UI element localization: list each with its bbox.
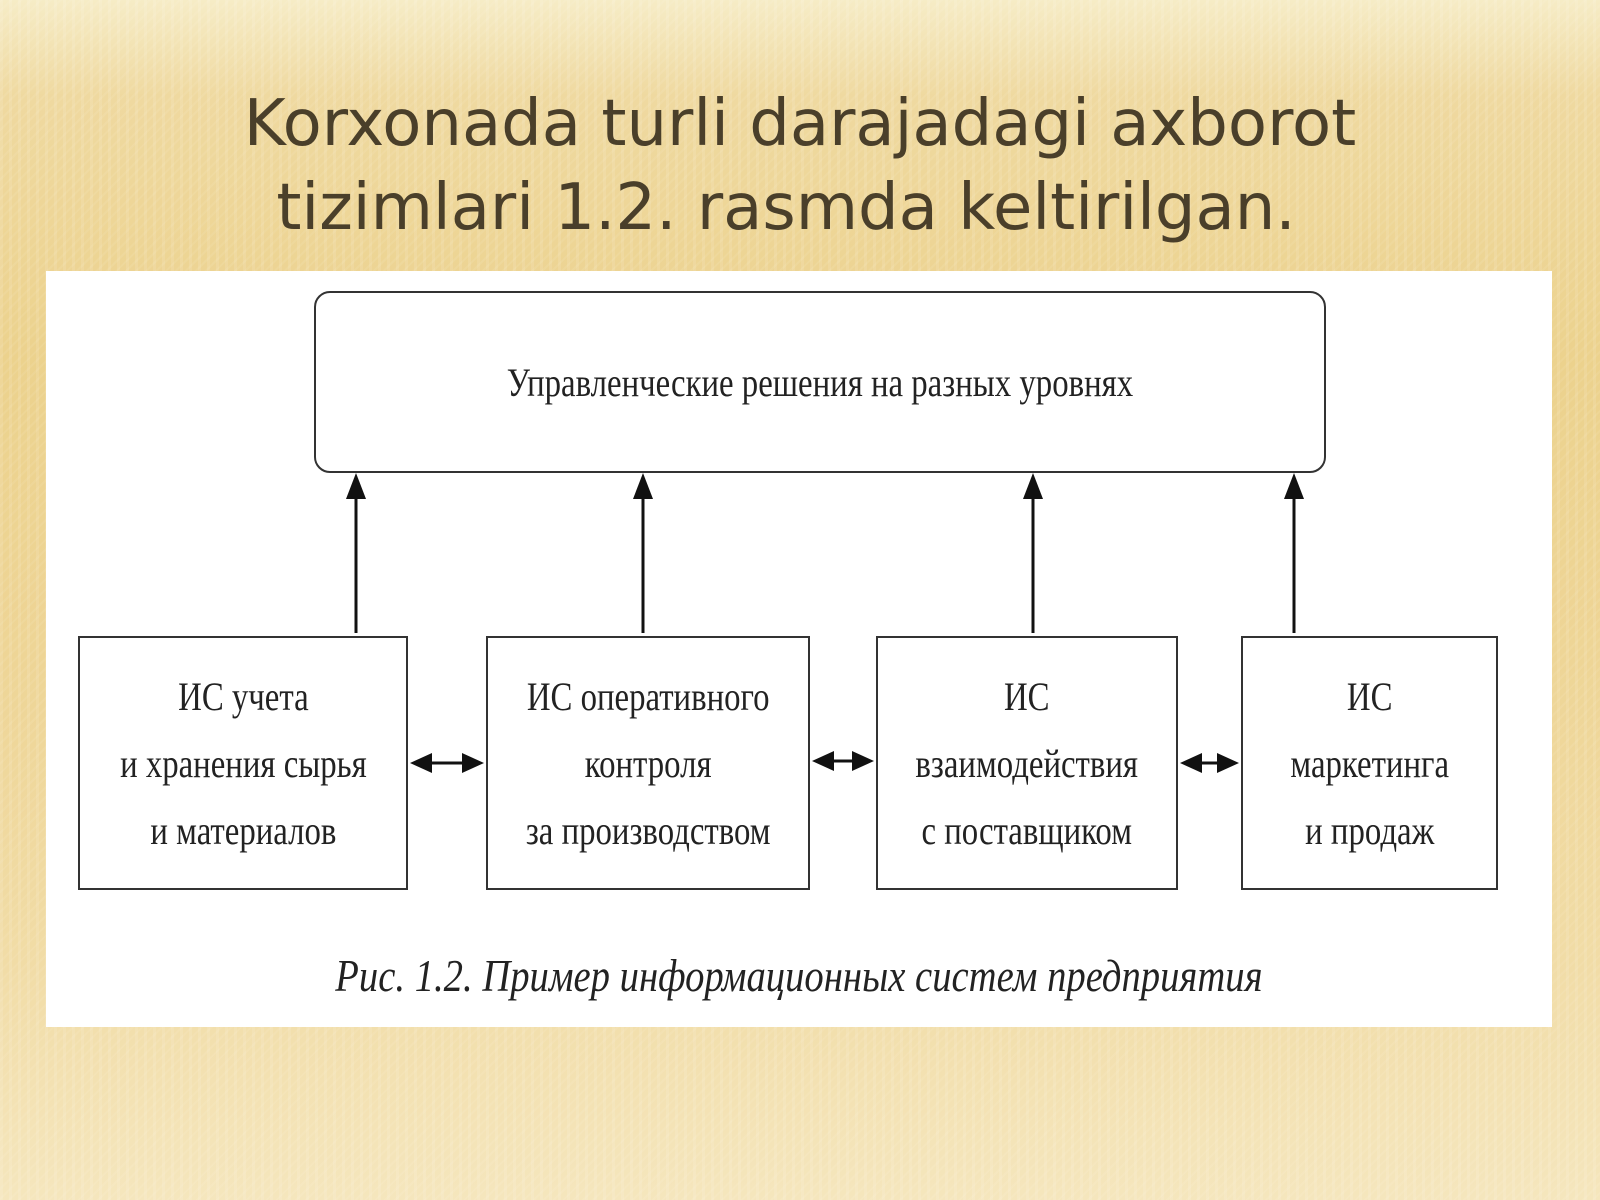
system-node-line: ИС оперативного: [526, 673, 770, 719]
system-node-line: взаимодействия: [915, 740, 1139, 786]
system-node-line: с поставщиком: [921, 807, 1133, 853]
management-decisions-label: Управленческие решения на разных уровнях: [506, 359, 1134, 405]
slide-title: Korxonada turli darajadagi axborot tizim…: [0, 82, 1600, 250]
system-node-line: ИС: [1004, 673, 1050, 719]
system-node-raw-materials: ИС учета и хранения сырья и материалов: [78, 636, 408, 890]
system-node-marketing-sales: ИС маркетинга и продаж: [1241, 636, 1498, 890]
arrow-system-3-system-4: [1180, 753, 1239, 773]
slide-title-line-2: tizimlari 1.2. rasmda keltirilgan.: [276, 171, 1296, 245]
system-node-supplier-interaction: ИС взаимодействия с поставщиком: [876, 636, 1178, 890]
system-node-line: ИС: [1346, 673, 1393, 719]
diagram-connectors: [346, 473, 1304, 773]
system-node-line: за производством: [525, 807, 771, 853]
slide-title-line-1: Korxonada turli darajadagi axborot: [243, 87, 1357, 161]
management-decisions-node: Управленческие решения на разных уровнях: [314, 291, 1326, 473]
system-node-line: и материалов: [150, 807, 336, 853]
arrow-system-3-to-top: [1023, 473, 1043, 633]
system-node-line: контроля: [584, 740, 712, 786]
system-node-line: и продаж: [1304, 807, 1435, 853]
system-node-production-control: ИС оперативного контроля за производство…: [486, 636, 810, 890]
diagram-figure: Управленческие решения на разных уровнях…: [46, 271, 1552, 1027]
arrow-system-1-to-top: [346, 473, 366, 633]
arrow-system-1-system-2: [410, 753, 484, 773]
arrow-system-2-to-top: [633, 473, 653, 633]
system-node-line: и хранения сырья: [119, 740, 367, 786]
arrow-system-2-system-3: [812, 751, 874, 771]
figure-caption: Рис. 1.2. Пример информационных систем п…: [46, 949, 1552, 1002]
system-node-line: ИС учета: [177, 673, 309, 719]
arrow-system-4-to-top: [1284, 473, 1304, 633]
system-node-line: маркетинга: [1290, 740, 1449, 786]
figure-caption-text: Рис. 1.2. Пример информационных систем п…: [335, 950, 1263, 1001]
